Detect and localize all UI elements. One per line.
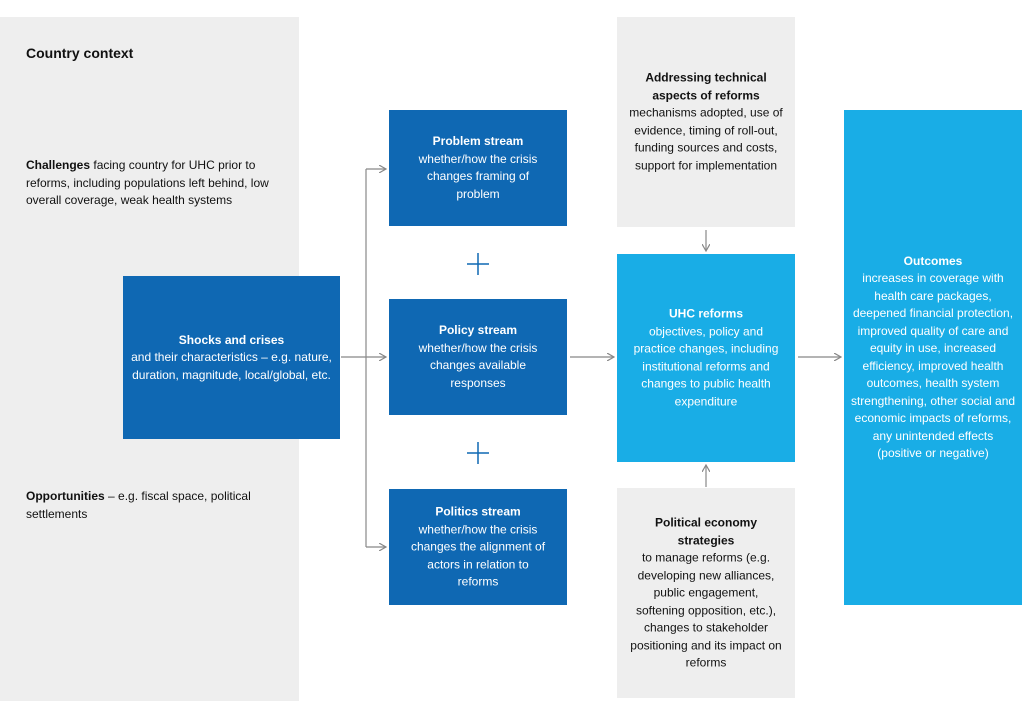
opportunities-text: Opportunities – e.g. fiscal space, polit…: [26, 488, 281, 523]
political-economy-body: to manage reforms (e.g. developing new a…: [630, 550, 782, 670]
politics-stream-body: whether/how the crisis changes the align…: [410, 521, 546, 589]
outcomes-box: Outcomes increases in coverage with heal…: [844, 110, 1022, 605]
uhc-reforms-body: objectives, policy and practice changes,…: [633, 324, 779, 408]
politics-stream-title: Politics stream: [435, 504, 521, 519]
problem-stream-title: Problem stream: [432, 134, 524, 148]
shocks-body: and their characteristics – e.g. nature,…: [131, 349, 332, 382]
plus-icon-upper: [467, 253, 489, 275]
plus-icon-lower: [467, 442, 489, 464]
opportunities-label: Opportunities: [26, 489, 105, 503]
uhc-reforms-box: UHC reforms objectives, policy and pract…: [617, 254, 795, 462]
problem-stream-body: whether/how the crisis changes framing o…: [418, 151, 538, 201]
technical-aspects-box: Addressing technical aspects of reforms …: [617, 17, 795, 227]
technical-aspects-title: Addressing technical aspects of reforms: [645, 70, 767, 103]
opportunities-description: – e.g. fiscal space, political settlemen…: [26, 489, 251, 521]
outcomes-body: increases in coverage with health care p…: [850, 271, 1016, 460]
political-economy-title: Political economy strategies: [654, 515, 758, 547]
challenges-description: facing country for UHC prior to reforms,…: [26, 158, 269, 207]
country-context-title: Country context: [26, 45, 134, 61]
outcomes-title: Outcomes: [903, 253, 963, 268]
policy-stream-title: Policy stream: [438, 323, 518, 337]
policy-stream-body: whether/how the crisis changes available…: [418, 340, 538, 390]
challenges-label: Challenges: [26, 158, 91, 172]
politics-stream-box: Politics stream whether/how the crisis c…: [389, 489, 567, 605]
shocks-box: Shocks and crises and their characterist…: [123, 276, 340, 439]
uhc-reforms-title: UHC reforms: [668, 306, 743, 321]
shocks-title: Shocks and crises: [178, 332, 285, 347]
technical-aspects-body: mechanisms adopted, use of evidence, tim…: [629, 105, 783, 173]
challenges-text: Challenges facing country for UHC prior …: [26, 157, 281, 210]
policy-stream-box: Policy stream whether/how the crisis cha…: [389, 299, 567, 415]
political-economy-box: Political economy strategies to manage r…: [617, 488, 795, 698]
problem-stream-box: Problem stream whether/how the crisis ch…: [389, 110, 567, 226]
